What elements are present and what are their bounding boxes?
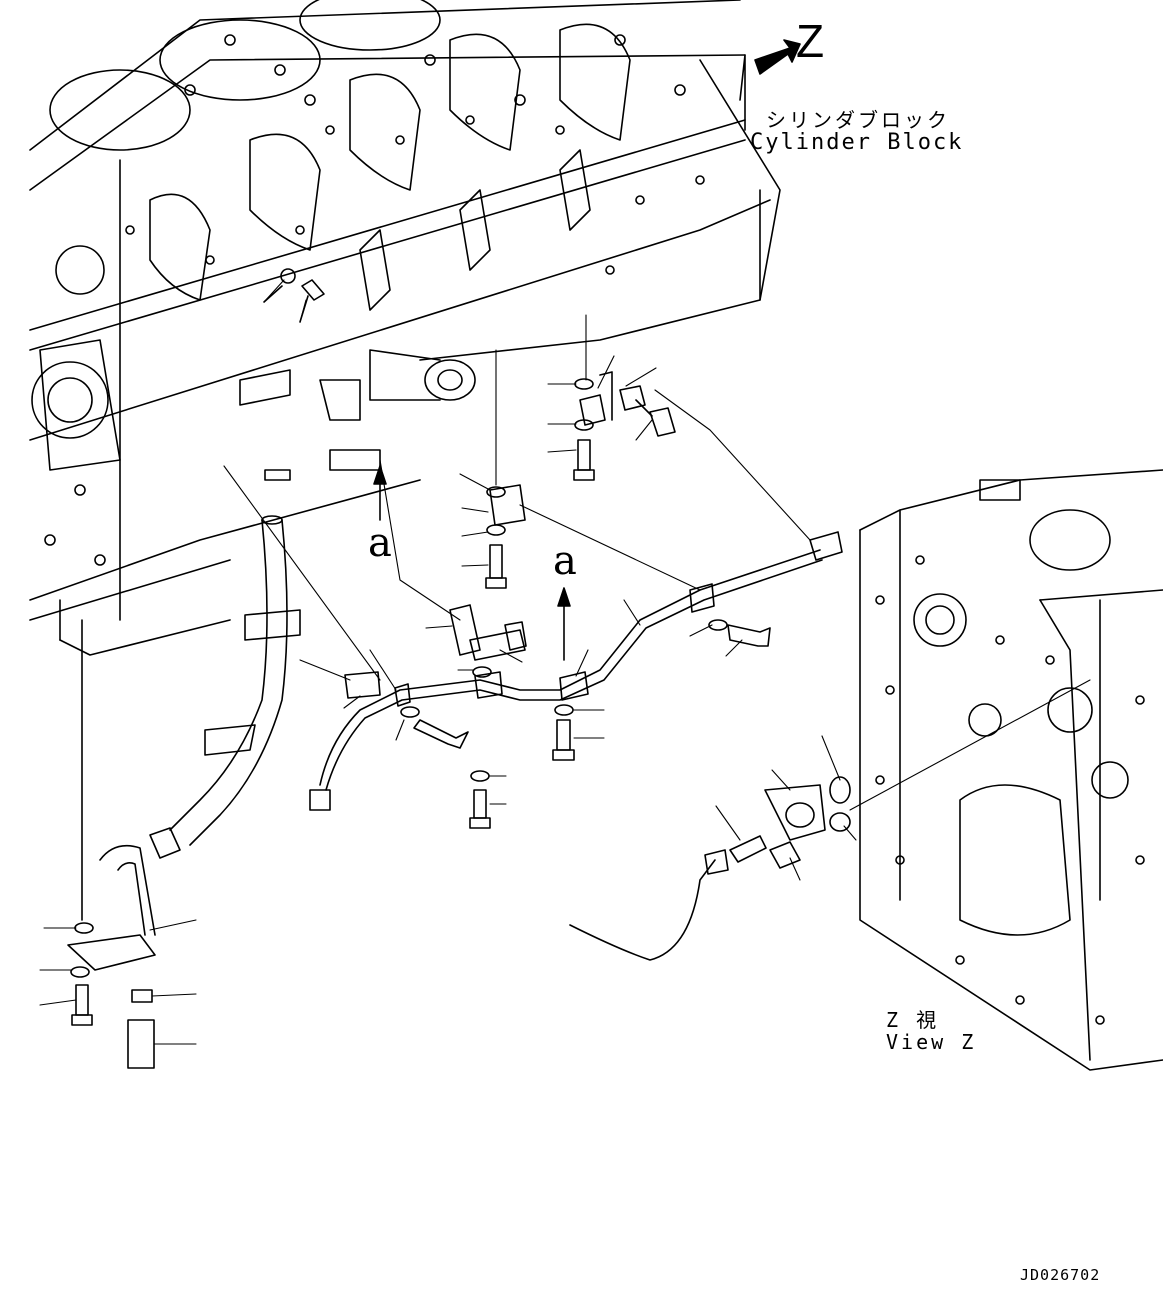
detail-a-arrow-2: [557, 587, 571, 661]
cylinder-block-label-jp: シリンダブロック: [766, 108, 950, 132]
detail-a-arrow-1: [373, 465, 387, 521]
leader-lines: [39, 279, 1091, 1045]
harness-assembly: [309, 531, 843, 961]
view-z-block: [859, 469, 1163, 1071]
oil-pipe-assembly: [67, 619, 156, 1069]
fasteners: [400, 371, 851, 869]
cylinder-block-label-en: Cylinder Block: [750, 130, 964, 155]
drawing-id: JD026702: [1020, 1266, 1101, 1284]
view-z-arrow: [754, 39, 801, 75]
view-z-letter: Z: [796, 15, 825, 67]
cylinder-block: [29, 0, 781, 656]
view-z-caption-jp: Z 視: [886, 1008, 940, 1032]
detail-a-label-1: a: [368, 520, 392, 566]
oil-hose: [149, 515, 301, 859]
view-z-caption-en: View Z: [886, 1030, 977, 1054]
detail-a-label-2: a: [553, 538, 577, 584]
